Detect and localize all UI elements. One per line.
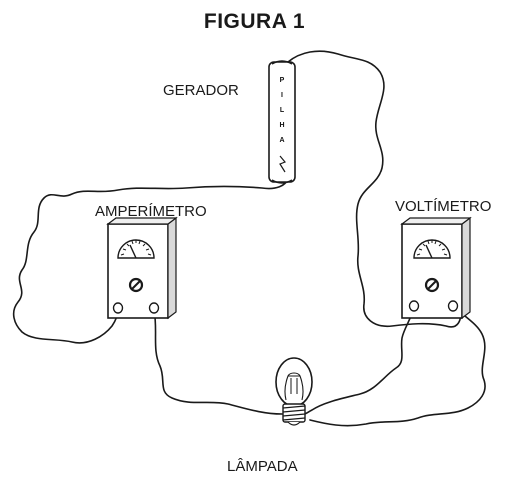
- battery-letter: L: [280, 107, 285, 114]
- voltmeter-icon: [400, 216, 472, 320]
- wire-battery-to-ammeter: [12, 177, 289, 344]
- wire-ammeter-to-lamp: [153, 309, 283, 415]
- battery-letter: A: [279, 137, 284, 144]
- ammeter-label: AMPERÍMETRO: [95, 203, 207, 220]
- battery-letter: H: [279, 122, 284, 129]
- battery-icon: P I L H A: [268, 60, 296, 184]
- battery-letter: I: [281, 92, 283, 99]
- wire-voltmeter-to-lamp: [303, 305, 415, 415]
- lamp-label: LÂMPADA: [227, 458, 298, 475]
- ammeter-icon: [106, 216, 178, 320]
- wire-voltmeter-return: [309, 305, 486, 427]
- voltmeter-label: VOLTÍMETRO: [395, 198, 492, 215]
- generator-label: GERADOR: [163, 82, 239, 99]
- lamp-icon: [275, 357, 313, 426]
- figure-title: FIGURA 1: [203, 10, 306, 33]
- battery-letter: P: [280, 77, 285, 84]
- wire-battery-to-voltmeter: [287, 50, 462, 328]
